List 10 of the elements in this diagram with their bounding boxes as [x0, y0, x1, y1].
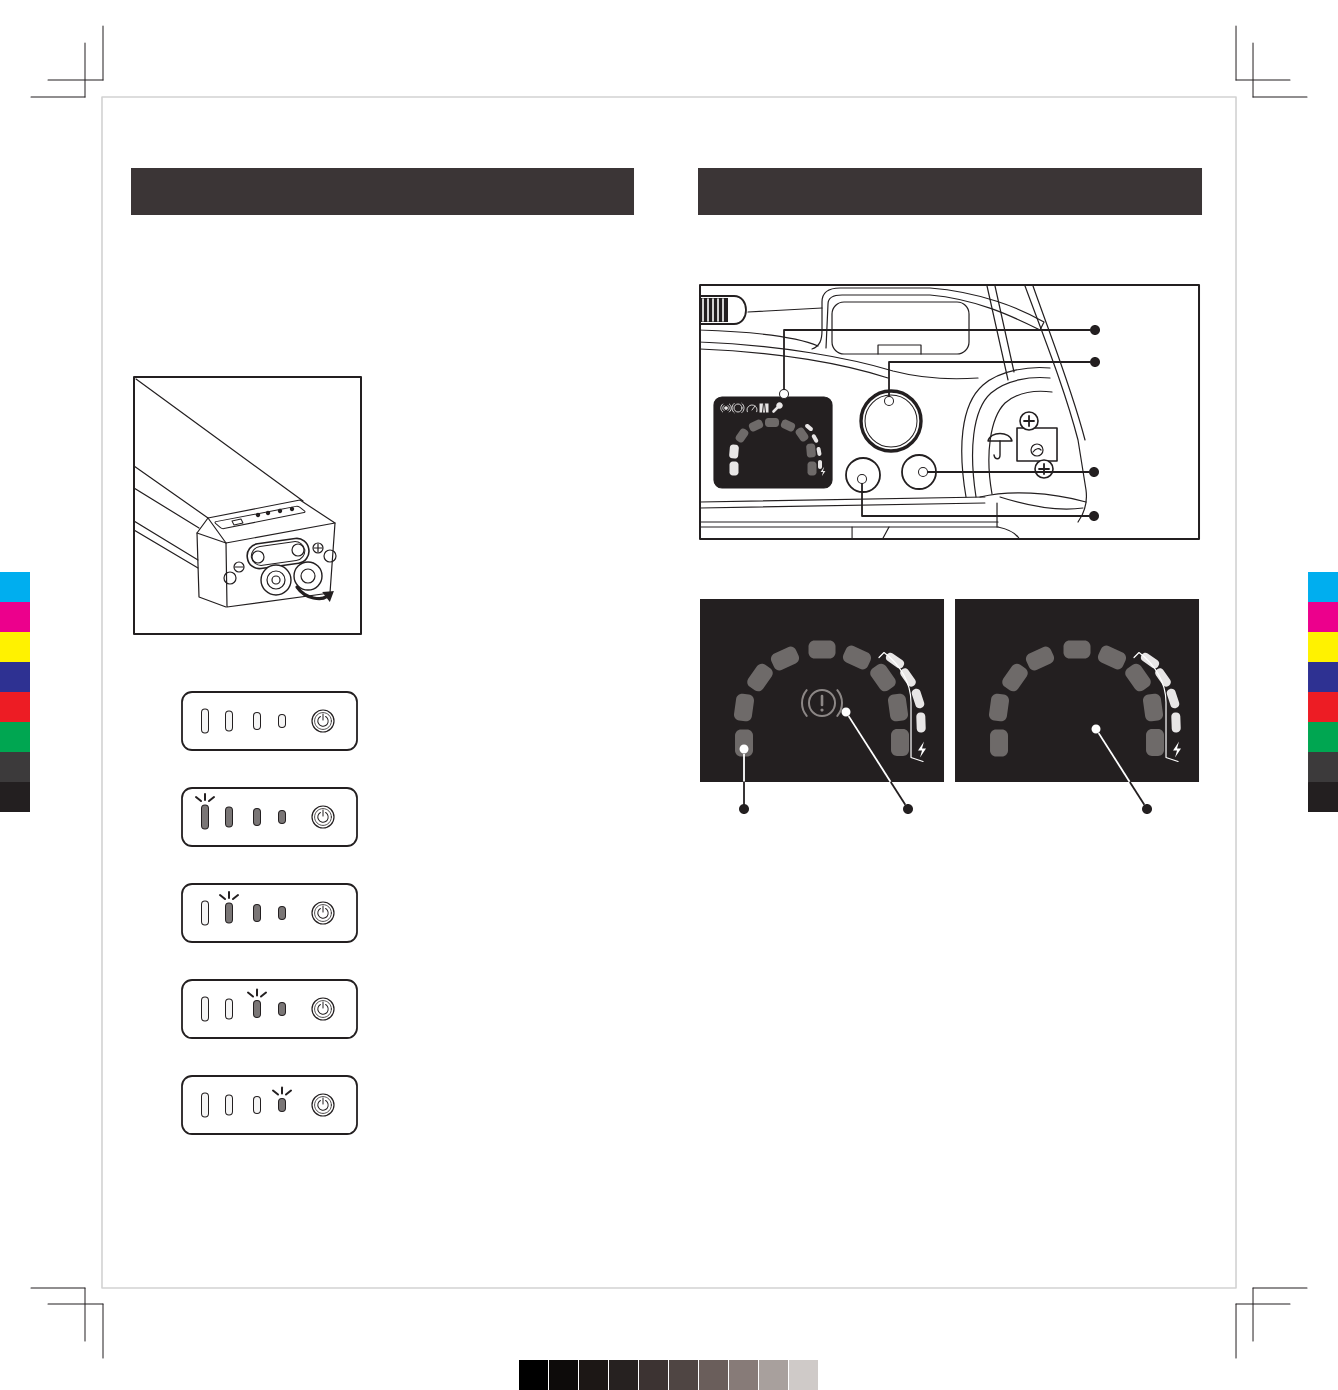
- round-button: [901, 454, 937, 490]
- leader-line: [743, 753, 745, 805]
- leader-line: [783, 329, 1091, 390]
- round-button: [845, 457, 881, 493]
- leader-line: [888, 361, 1091, 397]
- leader-line: [861, 483, 1090, 517]
- leader-line: [927, 471, 1090, 473]
- round-button: [859, 389, 923, 453]
- leader-line: [847, 715, 907, 806]
- leader-line: [1097, 732, 1146, 806]
